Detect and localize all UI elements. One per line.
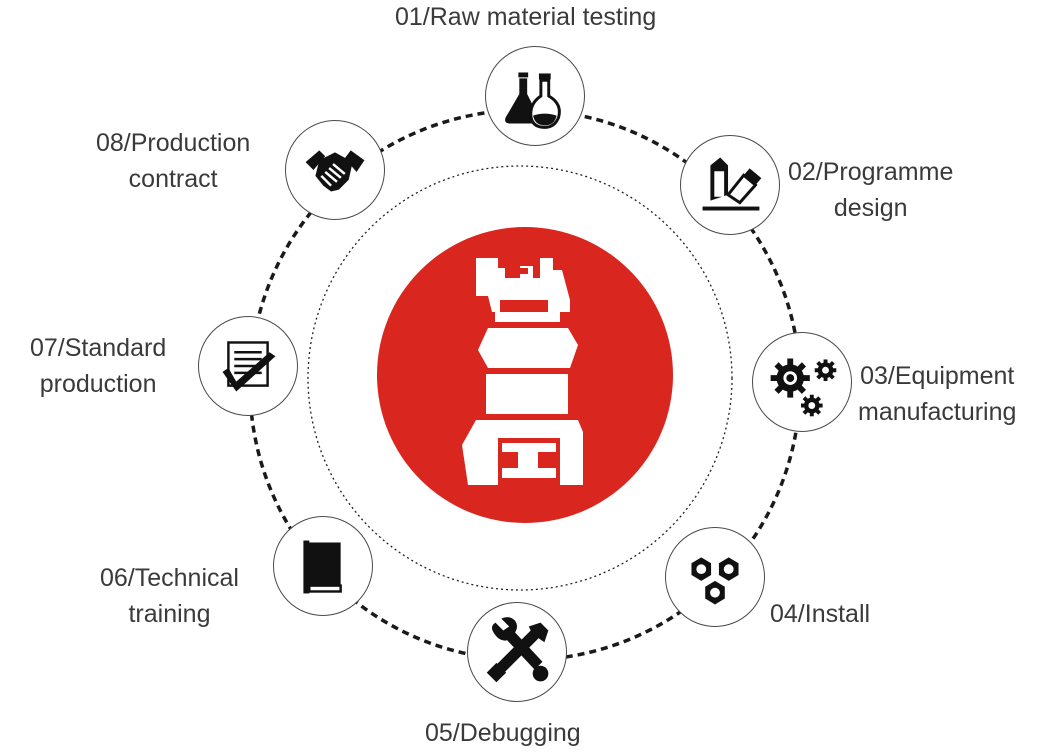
step-label-02: 02/Programme design [788, 154, 953, 226]
hex-nuts-icon [691, 557, 739, 605]
step-label-08: 08/Production contract [96, 125, 250, 197]
step-label-07: 07/Standard production [30, 330, 166, 402]
pencil-eraser-icon [702, 157, 762, 211]
book-icon [303, 540, 342, 594]
node-programme-design[interactable] [680, 135, 780, 235]
step-label-06: 06/Technical training [100, 560, 239, 632]
step-label-02-line-2: design [833, 194, 908, 222]
checklist-icon [222, 341, 276, 392]
gears-icon [770, 358, 837, 417]
step-label-05-line-1: 05/Debugging [425, 719, 581, 747]
node-technical-training[interactable] [273, 516, 373, 616]
node-production-contract[interactable] [285, 120, 385, 220]
step-label-04: 04/Install [770, 596, 870, 632]
step-label-01-line-1: 01/Raw material testing [395, 3, 657, 31]
step-label-03-line-2: manufacturing [858, 398, 1017, 426]
handshake-icon [305, 150, 365, 192]
step-label-08-line-2: contract [128, 165, 218, 193]
step-label-06-line-1: 06/Technical [100, 564, 239, 592]
step-label-01: 01/Raw material testing [395, 0, 656, 35]
flask-icon [505, 72, 561, 129]
inner-dotted-ring [307, 165, 733, 591]
step-label-02-line-1: 02/Programme [788, 158, 954, 186]
node-debugging[interactable] [467, 602, 567, 702]
step-label-04-line-1: 04/Install [770, 600, 871, 628]
node-equipment-manufacturing[interactable] [752, 332, 852, 432]
step-label-07-line-2: production [39, 370, 157, 398]
wrench-hammer-icon [486, 617, 549, 683]
step-label-08-line-1: 08/Production [96, 129, 251, 157]
node-install[interactable] [665, 527, 765, 627]
step-label-03: 03/Equipment manufacturing [858, 358, 1016, 430]
node-standard-production[interactable] [198, 316, 298, 416]
node-raw-material-testing[interactable] [485, 46, 585, 146]
step-label-06-line-2: training [128, 600, 211, 628]
step-label-03-line-1: 03/Equipment [860, 362, 1015, 390]
machine-logo-icon [462, 258, 583, 485]
step-label-05: 05/Debugging [425, 715, 581, 751]
step-label-07-line-1: 07/Standard [30, 334, 167, 362]
